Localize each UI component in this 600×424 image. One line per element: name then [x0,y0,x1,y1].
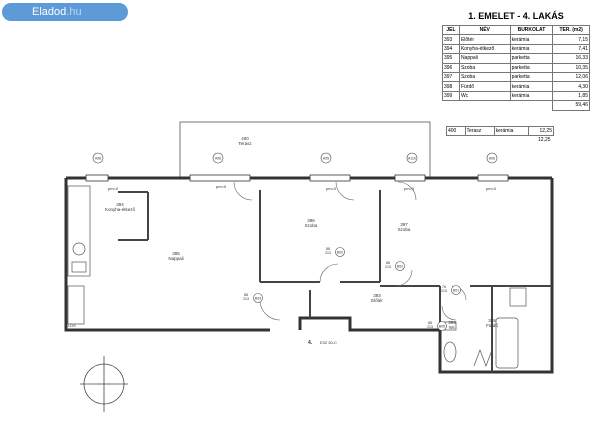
outer-walls [64,176,554,374]
terrace-total: 12,25 [538,137,551,143]
kitchen-fixtures [67,185,91,325]
windows [85,174,509,182]
window-tag-label: A11b [408,157,416,161]
window-tag: A06 [212,152,224,164]
interior-walls [118,190,552,372]
window-tag-label: A05 [323,157,329,161]
logo-brand: Eladod [32,6,67,18]
entry-sub: E32 30-C [320,340,337,345]
door-tag-label: B05 [439,325,445,329]
cell-burkolat: kerámia [509,90,554,102]
window-tag: A05 [320,152,332,164]
room-schedule: 1. EMELET - 4. LAKÁS JEL NÉV BURKOLAT TE… [442,11,590,111]
level-mark-2: pm=0 [108,186,119,191]
window-tag-label: A08 [95,157,101,161]
lds-label: LDS [68,323,76,328]
door-swings [233,181,467,321]
terrace-nev: Terasz [464,126,495,136]
window-tag: A11b [406,152,418,164]
site-logo[interactable]: Eladod.hu [2,3,128,21]
logo-tld: .hu [66,6,82,18]
door-tag-label: B03 [255,297,261,301]
terrace-outline [179,121,431,179]
level-mark-4: pm=0 [404,186,415,191]
total-area: 59,46 [552,100,590,111]
north-arrow-icon [80,356,128,412]
door-tag-label: B01 [453,289,459,293]
entry-label: 4. [308,340,313,346]
door-tag-label: B02 [397,265,403,269]
window-tag-label: A06 [215,157,221,161]
bathroom-fixtures [443,287,527,369]
window-tag: A08 [92,152,104,164]
terrace-area: 12,25 [527,126,555,136]
cell-jel: 399 [442,90,460,102]
level-mark-5: pm=0 [486,186,497,191]
schedule-title: 1. EMELET - 4. LAKÁS [468,11,564,21]
level-mark-1: pm=0 [216,184,227,189]
door-tag-label: B02 [337,251,343,255]
terrace-row: 400 Terasz kerámia 12,25 [446,126,555,136]
window-tag: A06 [486,152,498,164]
level-mark-3: pm=0 [326,186,337,191]
window-tag-label: A06 [489,157,495,161]
